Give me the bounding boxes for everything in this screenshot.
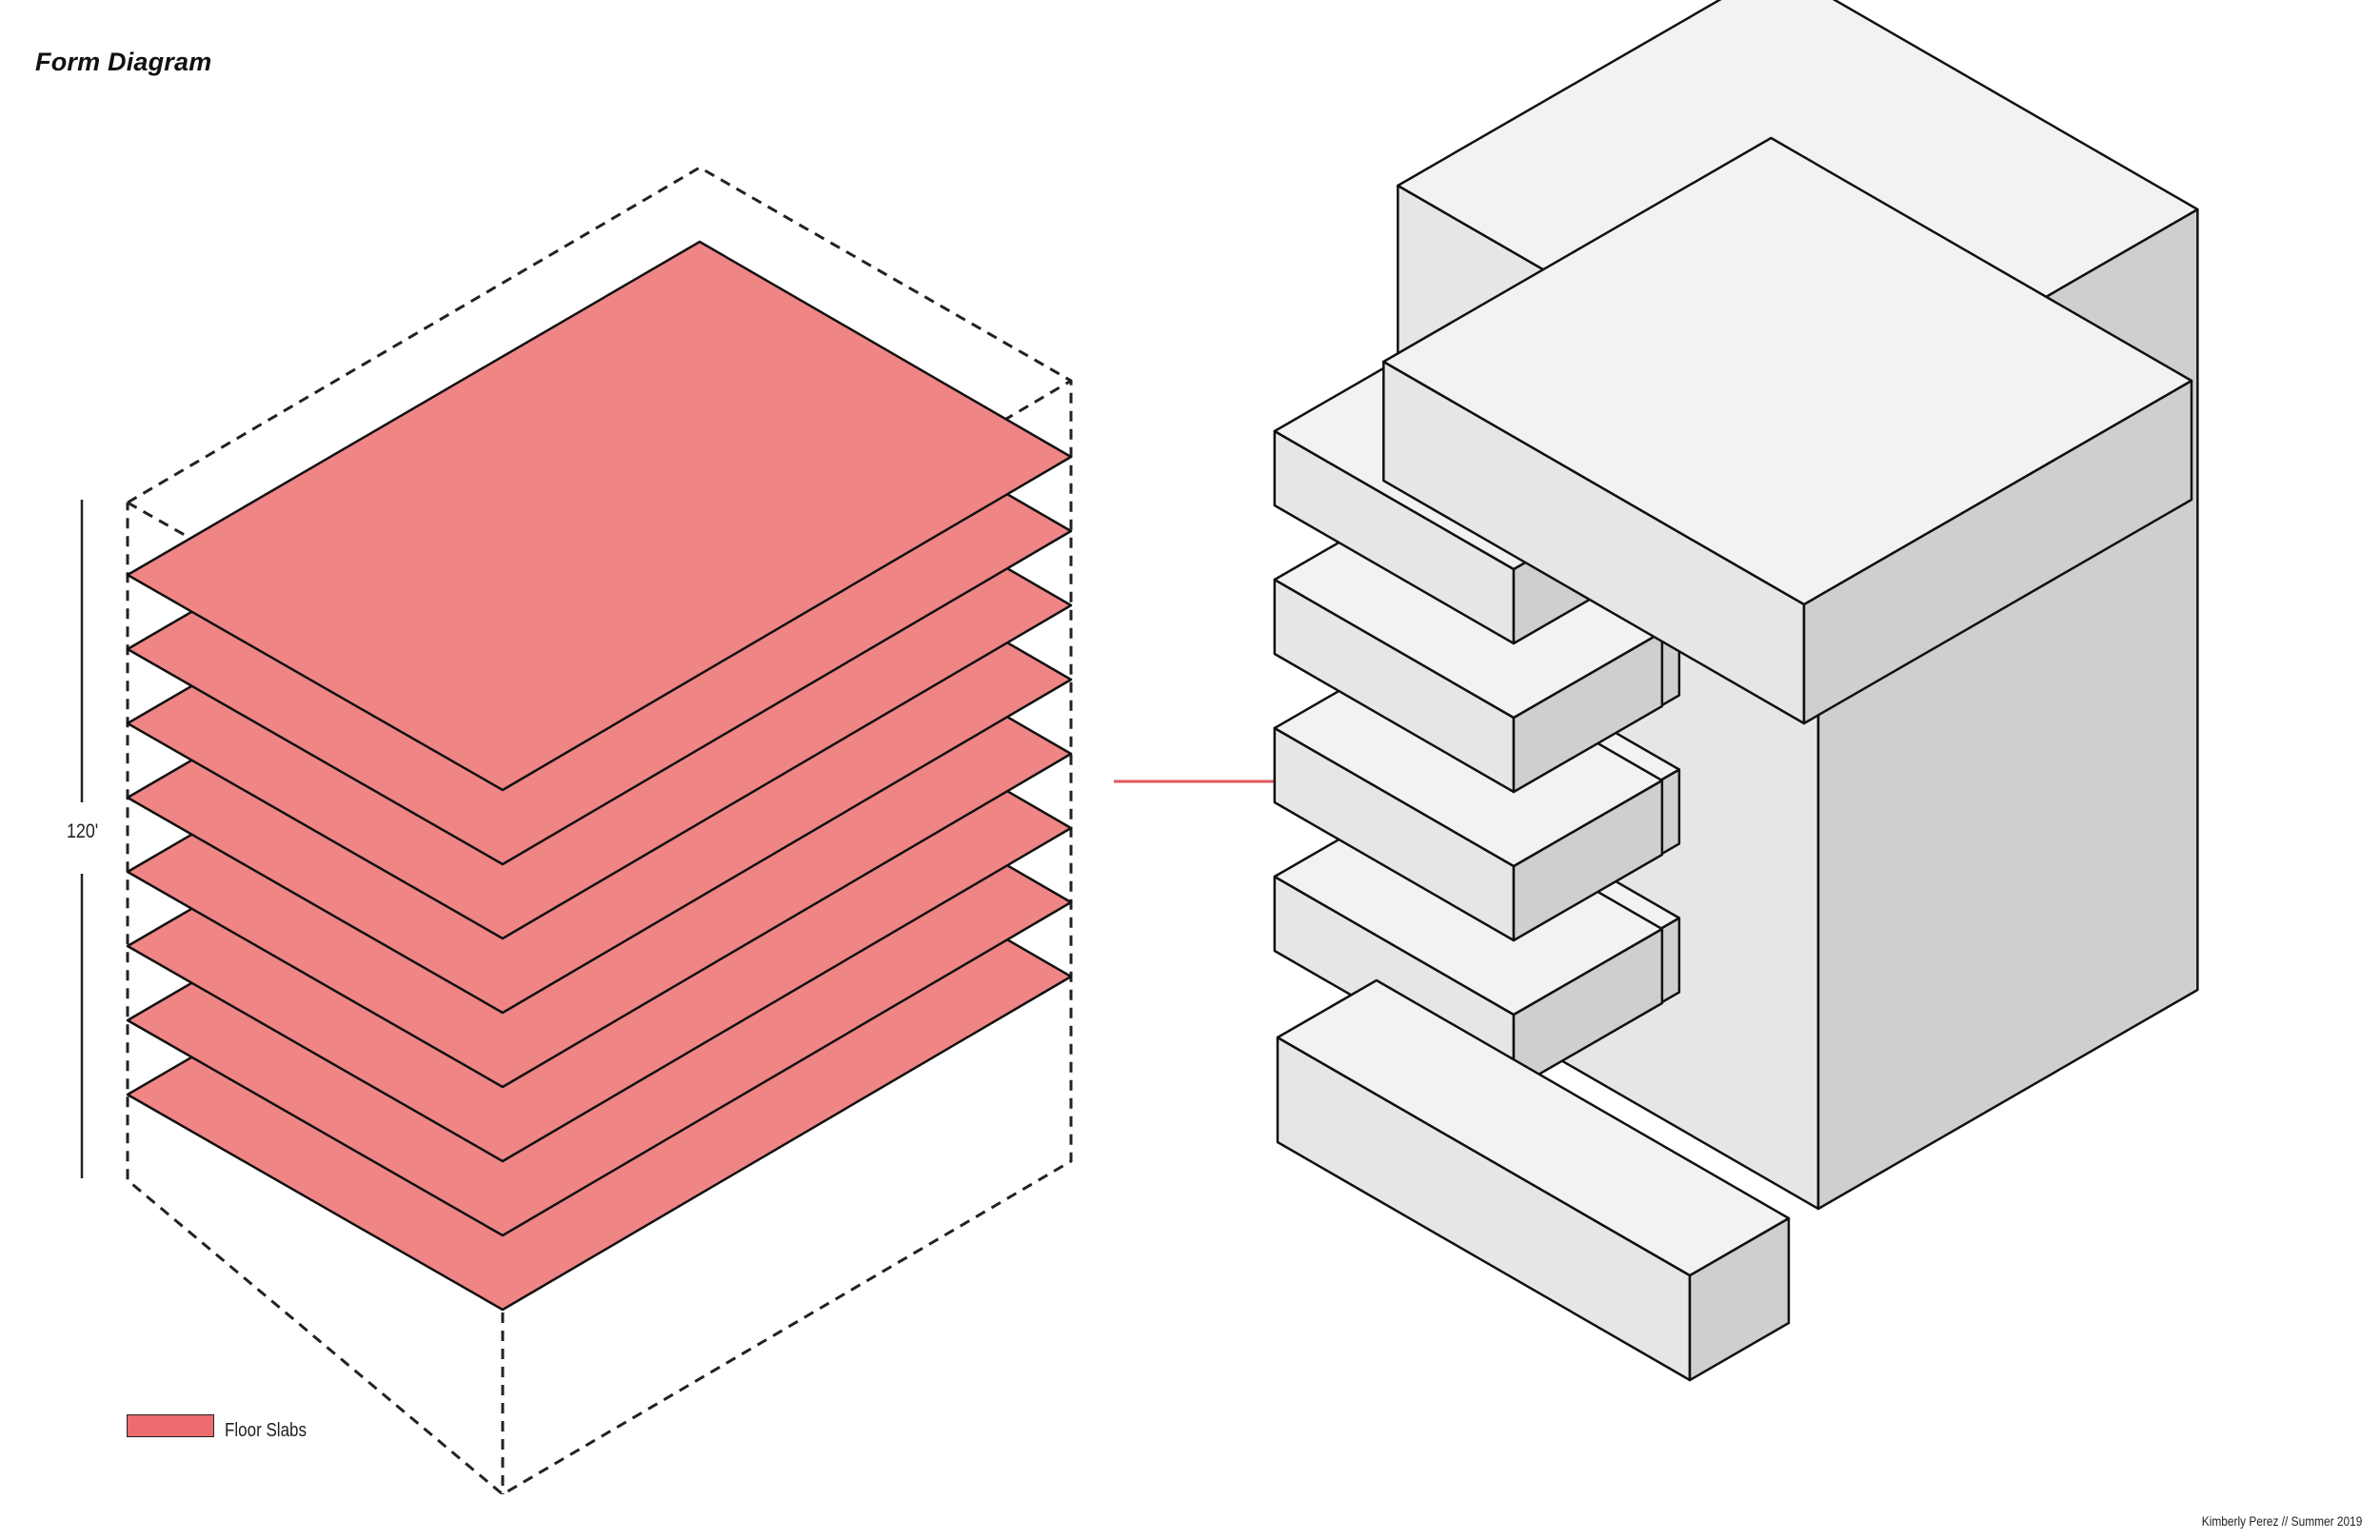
legend-label-floor-slabs: Floor Slabs: [225, 1419, 307, 1441]
credit-text: Kimberly Perez // Summer 2019: [2201, 1513, 2362, 1529]
page-title: Form Diagram: [35, 48, 212, 76]
legend-swatch-floor-slabs: [127, 1414, 214, 1437]
base-bar-top-face: [1276, 978, 1791, 1277]
height-dimension-label: 120': [67, 820, 99, 842]
envelope-top-outline: [126, 166, 1073, 1496]
floor-slabs: [126, 240, 1073, 1312]
legend: Floor Slabs: [127, 1412, 321, 1441]
block-tower: [1273, 0, 2199, 1382]
top-cap-top-face: [1382, 136, 2193, 606]
floor-slab: [126, 240, 1073, 792]
right-arrow-icon: [1114, 773, 1300, 790]
